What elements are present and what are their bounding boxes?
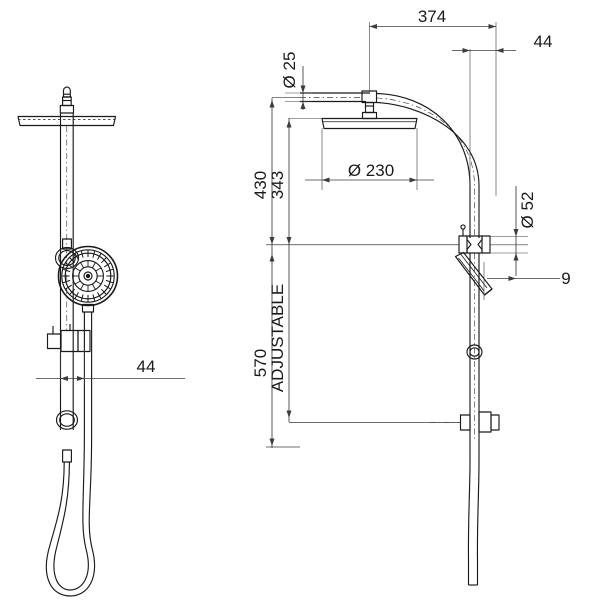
left-rain-head [17, 115, 117, 127]
nozzle-ring-inner [73, 260, 103, 292]
left-top-inlet [59, 86, 75, 114]
dim-570-geometry [266, 250, 300, 448]
left-lower-hose-ring [55, 410, 79, 430]
dim-343-geometry [286, 118, 322, 250]
dim-d52-geometry [490, 186, 528, 276]
dim-570-label: 570 [251, 349, 270, 377]
right-hand-shower-handset [454, 251, 493, 296]
note-adjustable-geometry [286, 250, 461, 423]
left-hose-loop [45, 429, 96, 597]
right-rain-head [321, 117, 418, 130]
dim-9-geometry [483, 262, 560, 300]
dim-44-top-label: 44 [534, 32, 553, 51]
dim-d52-label: Ø 52 [518, 192, 537, 229]
dim-430-geometry [269, 97, 300, 250]
left-hose-nut [62, 449, 72, 463]
right-hose-tail [467, 459, 480, 586]
dim-d25-label: Ø 25 [280, 52, 299, 89]
dim-430-label: 430 [251, 171, 270, 199]
right-gooseneck-riser [376, 92, 480, 238]
dim-d25-geometry [285, 66, 312, 110]
nozzle-ring-outer [62, 249, 114, 303]
note-adjustable-label: ADJUSTABLE [268, 284, 287, 392]
right-lower-hose-ring [466, 344, 483, 360]
dim-d230-label: Ø 230 [348, 161, 394, 180]
dim-343-label: 343 [268, 171, 287, 199]
left-hand-shower-head [57, 245, 119, 340]
dim-d230-geometry [305, 128, 434, 190]
dim-374-geometry [369, 22, 497, 196]
right-view-dimensions [266, 22, 560, 448]
left-44-dimension [36, 348, 185, 385]
dim-44-top-geometry [452, 48, 516, 186]
dim-374-label: 374 [418, 7, 446, 26]
dim-9-label: 9 [561, 269, 570, 288]
left-44-label: 44 [137, 357, 156, 376]
